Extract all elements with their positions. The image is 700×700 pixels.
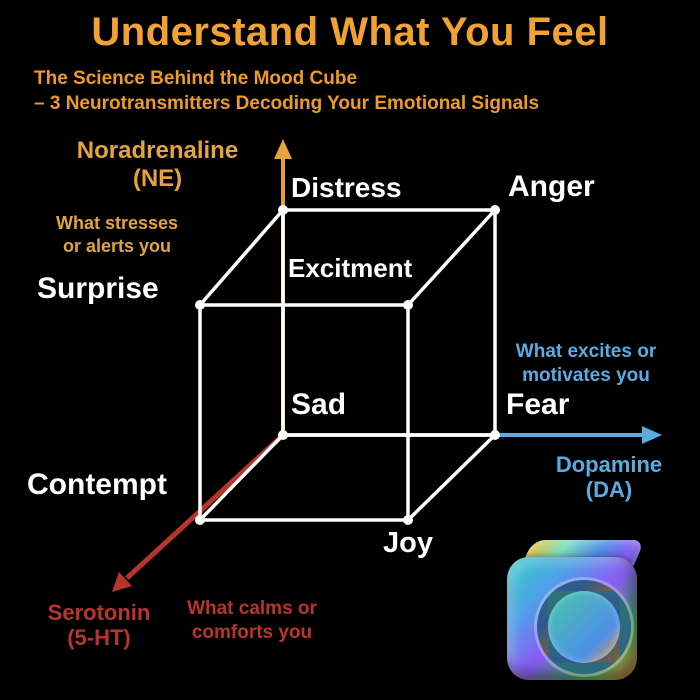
- serotonin-axis-label: Serotonin (5-HT): [28, 600, 170, 651]
- dopamine-name: Dopamine: [555, 452, 663, 477]
- mood-cube-front-face: [507, 557, 637, 680]
- vertex-label-contempt: Contempt: [27, 468, 167, 501]
- subtitle-line-2: – 3 Neurotransmitters Decoding Your Emot…: [34, 93, 540, 115]
- dopamine-axis-label: Dopamine (DA): [540, 452, 678, 503]
- serotonin-description: What calms or comforts you: [187, 598, 317, 643]
- noradrenaline-abbr: (NE): [132, 164, 183, 192]
- serotonin-axis-arrow: [112, 433, 285, 592]
- vertex-label-distress: Distress: [291, 172, 402, 203]
- page-title: Understand What You Feel: [91, 10, 609, 54]
- mood-cube-dial-ring: [537, 580, 631, 674]
- vertex-label-joy: Joy: [383, 527, 433, 559]
- dopamine-description: What excites or motivates you: [515, 341, 657, 386]
- vertex-label-fear: Fear: [506, 388, 570, 421]
- noradrenaline-name: Noradrenaline: [76, 137, 239, 164]
- noradrenaline-axis-arrow: [274, 139, 292, 435]
- dopamine-axis-arrow: [283, 426, 662, 444]
- noradrenaline-description: What stresses or alerts you: [55, 213, 179, 256]
- vertex-label-anger: Anger: [508, 170, 595, 203]
- mood-cube-product-image: [507, 540, 649, 680]
- vertex-label-excitement: Excitment: [288, 253, 413, 283]
- subtitle: The Science Behind the Mood Cube – 3 Neu…: [34, 66, 539, 116]
- noradrenaline-axis-label: Noradrenaline (NE): [40, 137, 275, 192]
- subtitle-line-1: The Science Behind the Mood Cube: [34, 68, 358, 89]
- dopamine-abbr: (DA): [585, 477, 633, 503]
- serotonin-abbr: (5-HT): [67, 625, 131, 651]
- serotonin-name: Serotonin: [47, 600, 151, 625]
- vertex-label-surprise: Surprise: [37, 272, 159, 305]
- vertex-label-sad: Sad: [291, 388, 347, 421]
